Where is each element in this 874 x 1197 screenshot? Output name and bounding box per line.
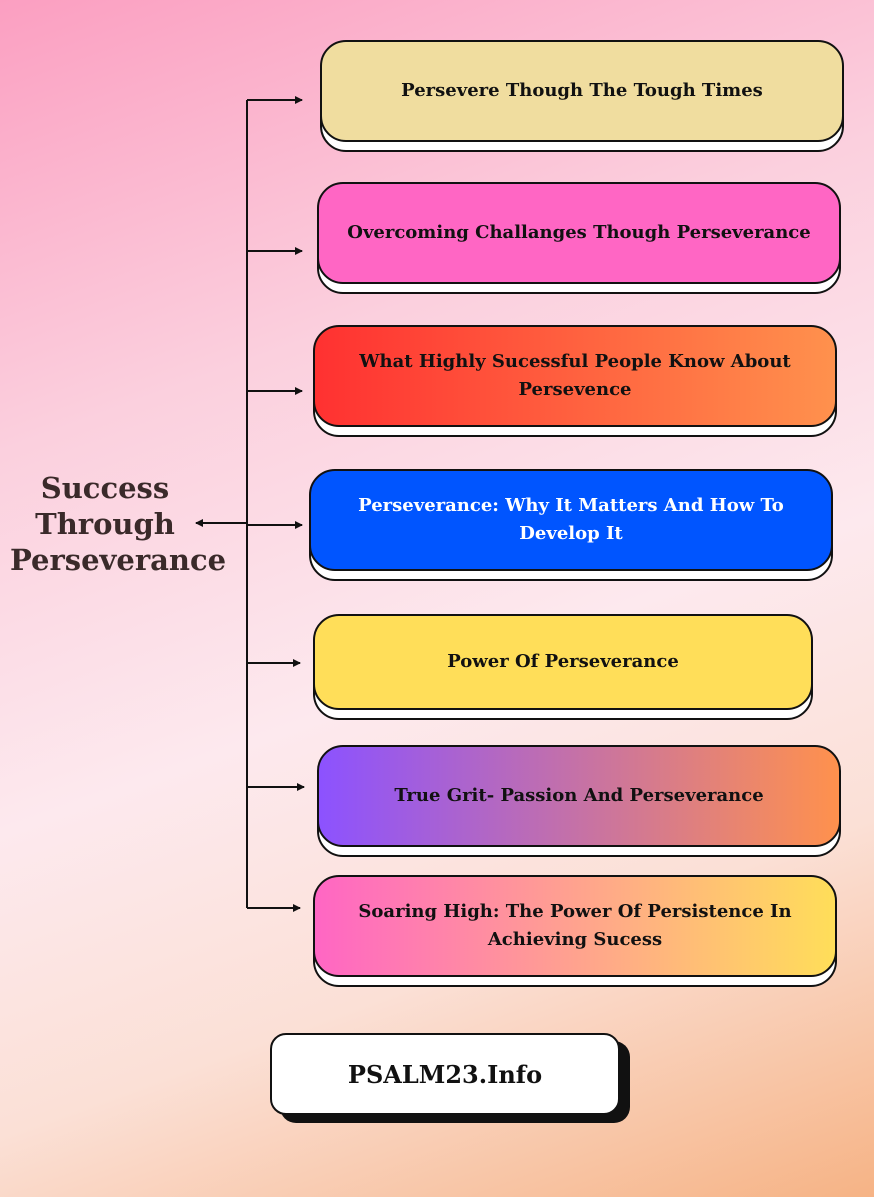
- topic-node: Perseverance: Why It Matters And How To …: [309, 469, 833, 581]
- topic-node-label: True Grit- Passion And Perseverance: [394, 785, 764, 806]
- topic-node: Overcoming Challanges Though Perseveranc…: [317, 182, 841, 294]
- root-topic-line: Through: [35, 507, 175, 541]
- topic-node: Soaring High: The Power Of Persistence I…: [313, 875, 837, 987]
- root-topic: Success Through Perseverance: [10, 470, 227, 578]
- root-topic-line: Success: [40, 471, 170, 505]
- site-badge: PSALM23.Info: [270, 1033, 620, 1115]
- topic-node-label: Soaring High: The Power Of Persistence I…: [358, 901, 792, 950]
- topic-node-label: Power Of Perseverance: [447, 651, 679, 672]
- topic-node-label: Overcoming Challanges Though Perseveranc…: [347, 222, 811, 243]
- topic-node: Power Of Perseverance: [313, 614, 813, 720]
- topic-node-label: What Highly Sucessful People Know About …: [359, 351, 791, 400]
- topic-node-label: Persevere Though The Tough Times: [401, 80, 763, 101]
- topic-node-label: Perseverance: Why It Matters And How To …: [358, 495, 784, 544]
- root-topic-line: Perseverance: [10, 543, 227, 577]
- topic-node: Persevere Though The Tough Times: [320, 40, 844, 152]
- topic-node: What Highly Sucessful People Know About …: [313, 325, 837, 437]
- site-badge-label: PSALM23.Info: [347, 1059, 543, 1089]
- topic-node: True Grit- Passion And Perseverance: [317, 745, 841, 857]
